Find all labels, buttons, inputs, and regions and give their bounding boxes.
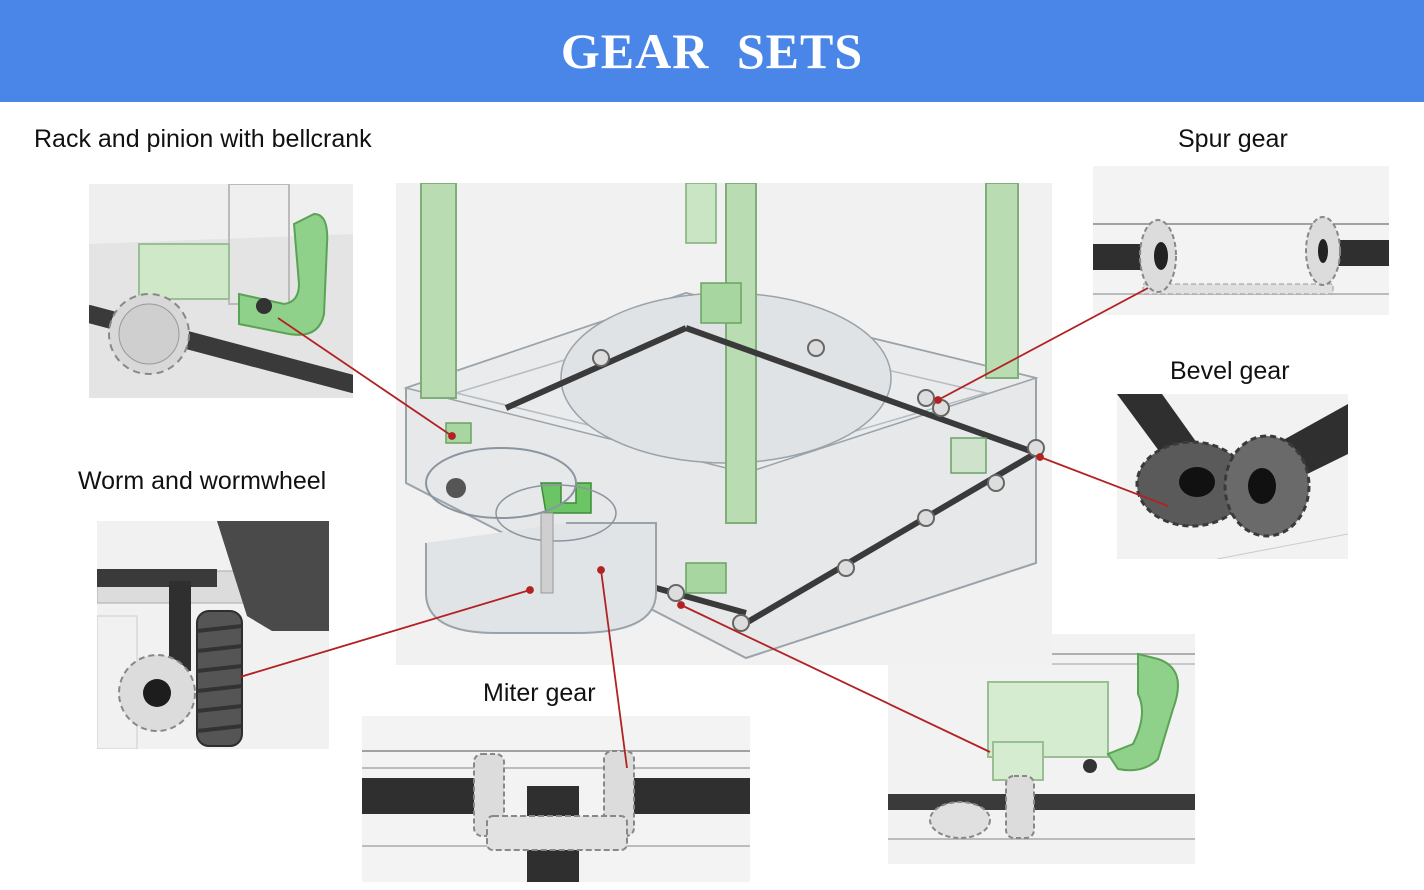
assembly-image bbox=[396, 183, 1052, 665]
rack-detail-image bbox=[888, 634, 1195, 864]
wormwheel-icon bbox=[118, 654, 196, 732]
rack-pinion-image bbox=[89, 184, 353, 398]
label-rack-and-pinion: Rack and pinion with bellcrank bbox=[34, 125, 372, 153]
label-worm-and-wormwheel: Worm and wormwheel bbox=[78, 467, 327, 495]
page-title: GEAR SETS bbox=[560, 23, 864, 79]
spur-gear-right-icon bbox=[1305, 216, 1341, 286]
bevel-gear-right-icon bbox=[1223, 434, 1311, 538]
miter-gear-image bbox=[362, 716, 750, 882]
worm-wormwheel-image bbox=[97, 521, 329, 749]
pinion-gear-icon bbox=[108, 293, 190, 375]
spur-gear-left-icon bbox=[1139, 219, 1177, 293]
spur-gear-image bbox=[1093, 166, 1389, 315]
label-miter-gear: Miter gear bbox=[483, 679, 596, 707]
title-banner: GEAR SETS bbox=[0, 0, 1424, 102]
rack-detail-gear-icon bbox=[929, 775, 1035, 839]
label-spur-gear: Spur gear bbox=[1178, 125, 1288, 153]
miter-gear-bottom-icon bbox=[486, 815, 628, 851]
bevel-gear-image bbox=[1117, 394, 1348, 559]
label-bevel-gear: Bevel gear bbox=[1170, 357, 1290, 385]
